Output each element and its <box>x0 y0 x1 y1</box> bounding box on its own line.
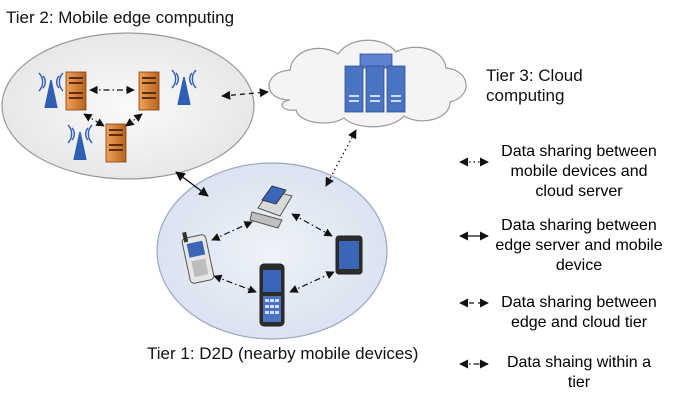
cell-tower-icon <box>38 72 64 109</box>
d2d-tier-ellipse <box>156 162 388 340</box>
edge-server-icon <box>65 71 87 111</box>
cell-tower-icon <box>171 69 197 106</box>
tier3-title: Tier 3: Cloud computing <box>486 66 583 105</box>
device-cloud-link <box>325 129 357 187</box>
legend-text-intra-tier: Data shaing within a tier <box>506 354 652 391</box>
smartphone-icon <box>259 263 285 327</box>
edge-tier-ellipse <box>1 32 255 180</box>
tier1-title: Tier 1: D2D (nearby mobile devices) <box>147 344 419 363</box>
edge-cloud-link <box>221 88 269 100</box>
legend-text-edge-cloud: Data sharing between edge and cloud tier <box>501 294 657 331</box>
flip-phone-icon <box>249 185 293 229</box>
tier2-title: Tier 2: Mobile edge computing <box>6 8 235 27</box>
d2d-intra-links <box>211 213 335 294</box>
edge-intra-links <box>83 85 143 127</box>
edge-server-icon <box>138 71 160 111</box>
edge-server-icon <box>105 123 127 163</box>
feature-phone-icon <box>181 231 215 284</box>
cloud-server-rack-icon <box>344 53 406 113</box>
architecture-diagram: Tier 2: Mobile edge computing Tier 3: Cl… <box>1 8 663 391</box>
diagram-canvas <box>1 32 489 369</box>
legend-text-device-cloud: Data sharing between mobile devices and … <box>501 143 657 200</box>
tablet-icon <box>335 235 363 275</box>
edge-device-link <box>175 171 209 197</box>
cell-tower-icon <box>67 124 93 161</box>
legend-text-edge-device: Data sharing between edge server and mob… <box>495 217 663 274</box>
